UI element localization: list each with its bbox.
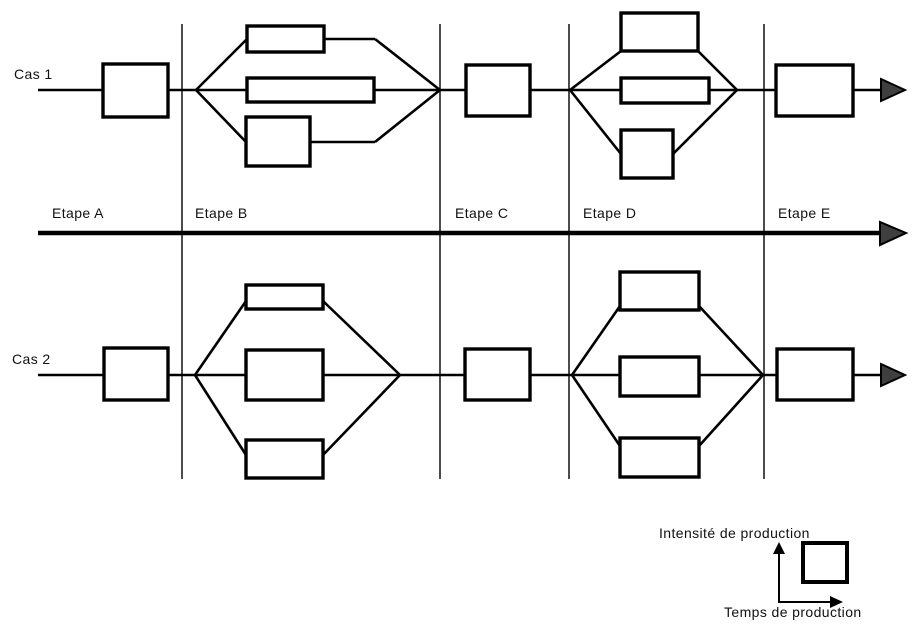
cas1-stage-d-top-box bbox=[619, 11, 700, 53]
legend-y-axis-label: Intensité de production bbox=[659, 525, 810, 541]
cas2-stage-b-bottom-box bbox=[244, 438, 325, 480]
cas1-process-boxes bbox=[101, 11, 855, 180]
cas1-flow-lines bbox=[38, 37, 881, 155]
cas1-b-top-merge-diagonal bbox=[374, 37, 441, 92]
cas1-d-split-bottom-diagonal bbox=[568, 89, 623, 155]
cas2-d-split-top-diagonal bbox=[570, 305, 622, 376]
cas2-label: Cas 2 bbox=[12, 351, 51, 367]
cas1-label: Cas 1 bbox=[14, 66, 53, 82]
cas1-stage-d-bottom-box bbox=[619, 128, 675, 180]
cas2-process-boxes bbox=[102, 270, 855, 480]
cas2-stage-b-top-box bbox=[244, 283, 325, 311]
cas1-b-bottom-merge-diagonal bbox=[374, 88, 441, 144]
cas2-flow-arrowhead-icon bbox=[880, 362, 908, 388]
cas2-stage-d-top-box bbox=[618, 270, 701, 312]
legend-y-arrowhead-icon bbox=[773, 542, 785, 554]
stage-label-etape-d: Etape D bbox=[583, 205, 637, 221]
cas1-d-split-top-diagonal bbox=[569, 49, 622, 92]
cas2-flow-lines bbox=[38, 300, 881, 456]
cas2-b-split-bottom-diagonal bbox=[193, 374, 248, 456]
cas2-stage-c-box bbox=[463, 347, 532, 402]
cas1-stage-b-middle-box bbox=[245, 76, 376, 104]
cas1-stage-a-box bbox=[101, 62, 170, 119]
cas2-stage-d-bottom-box bbox=[618, 436, 701, 479]
cas2-b-bottom-merge-diagonal bbox=[322, 374, 401, 456]
cas2-b-top-merge-diagonal bbox=[322, 300, 401, 376]
stage-divider-lines bbox=[181, 24, 765, 479]
cas2-stage-a-box bbox=[102, 346, 170, 402]
cas2-stage-d-middle-box bbox=[618, 355, 701, 398]
cas2-d-bottom-merge-diagonal bbox=[698, 374, 764, 447]
cas1-b-split-bottom-diagonal bbox=[195, 89, 247, 143]
cas2-b-split-top-diagonal bbox=[193, 300, 248, 376]
legend-x-arrowhead-icon bbox=[830, 596, 843, 608]
cas1-stage-e-box bbox=[774, 63, 855, 118]
cas2-d-top-merge-diagonal bbox=[698, 305, 764, 376]
cas1-b-split-top-diagonal bbox=[195, 38, 248, 91]
cas2-d-split-bottom-diagonal bbox=[570, 374, 622, 447]
cas1-flow-arrowhead-icon bbox=[880, 77, 908, 103]
stage-label-etape-b: Etape B bbox=[195, 205, 248, 221]
legend-x-axis-label: Temps de production bbox=[724, 604, 862, 620]
cas1-d-bottom-merge-diagonal bbox=[672, 89, 738, 155]
stage-label-etape-a: Etape A bbox=[52, 205, 104, 221]
cas2-stage-b-middle-box bbox=[244, 348, 325, 402]
legend-sample-box bbox=[801, 541, 849, 584]
cas1-d-top-merge-diagonal bbox=[697, 50, 738, 91]
legend-axes bbox=[773, 541, 849, 608]
cas1-stage-b-bottom-box bbox=[244, 115, 312, 168]
cas2-stage-e-box bbox=[775, 347, 855, 402]
stage-label-etape-e: Etape E bbox=[778, 205, 831, 221]
cas1-stage-d-middle-box bbox=[619, 76, 711, 105]
cas1-stage-c-box bbox=[464, 63, 532, 118]
cas1-stage-b-top-box bbox=[245, 24, 326, 54]
stage-label-etape-c: Etape C bbox=[455, 205, 509, 221]
timeline-arrowhead-icon bbox=[879, 220, 909, 247]
